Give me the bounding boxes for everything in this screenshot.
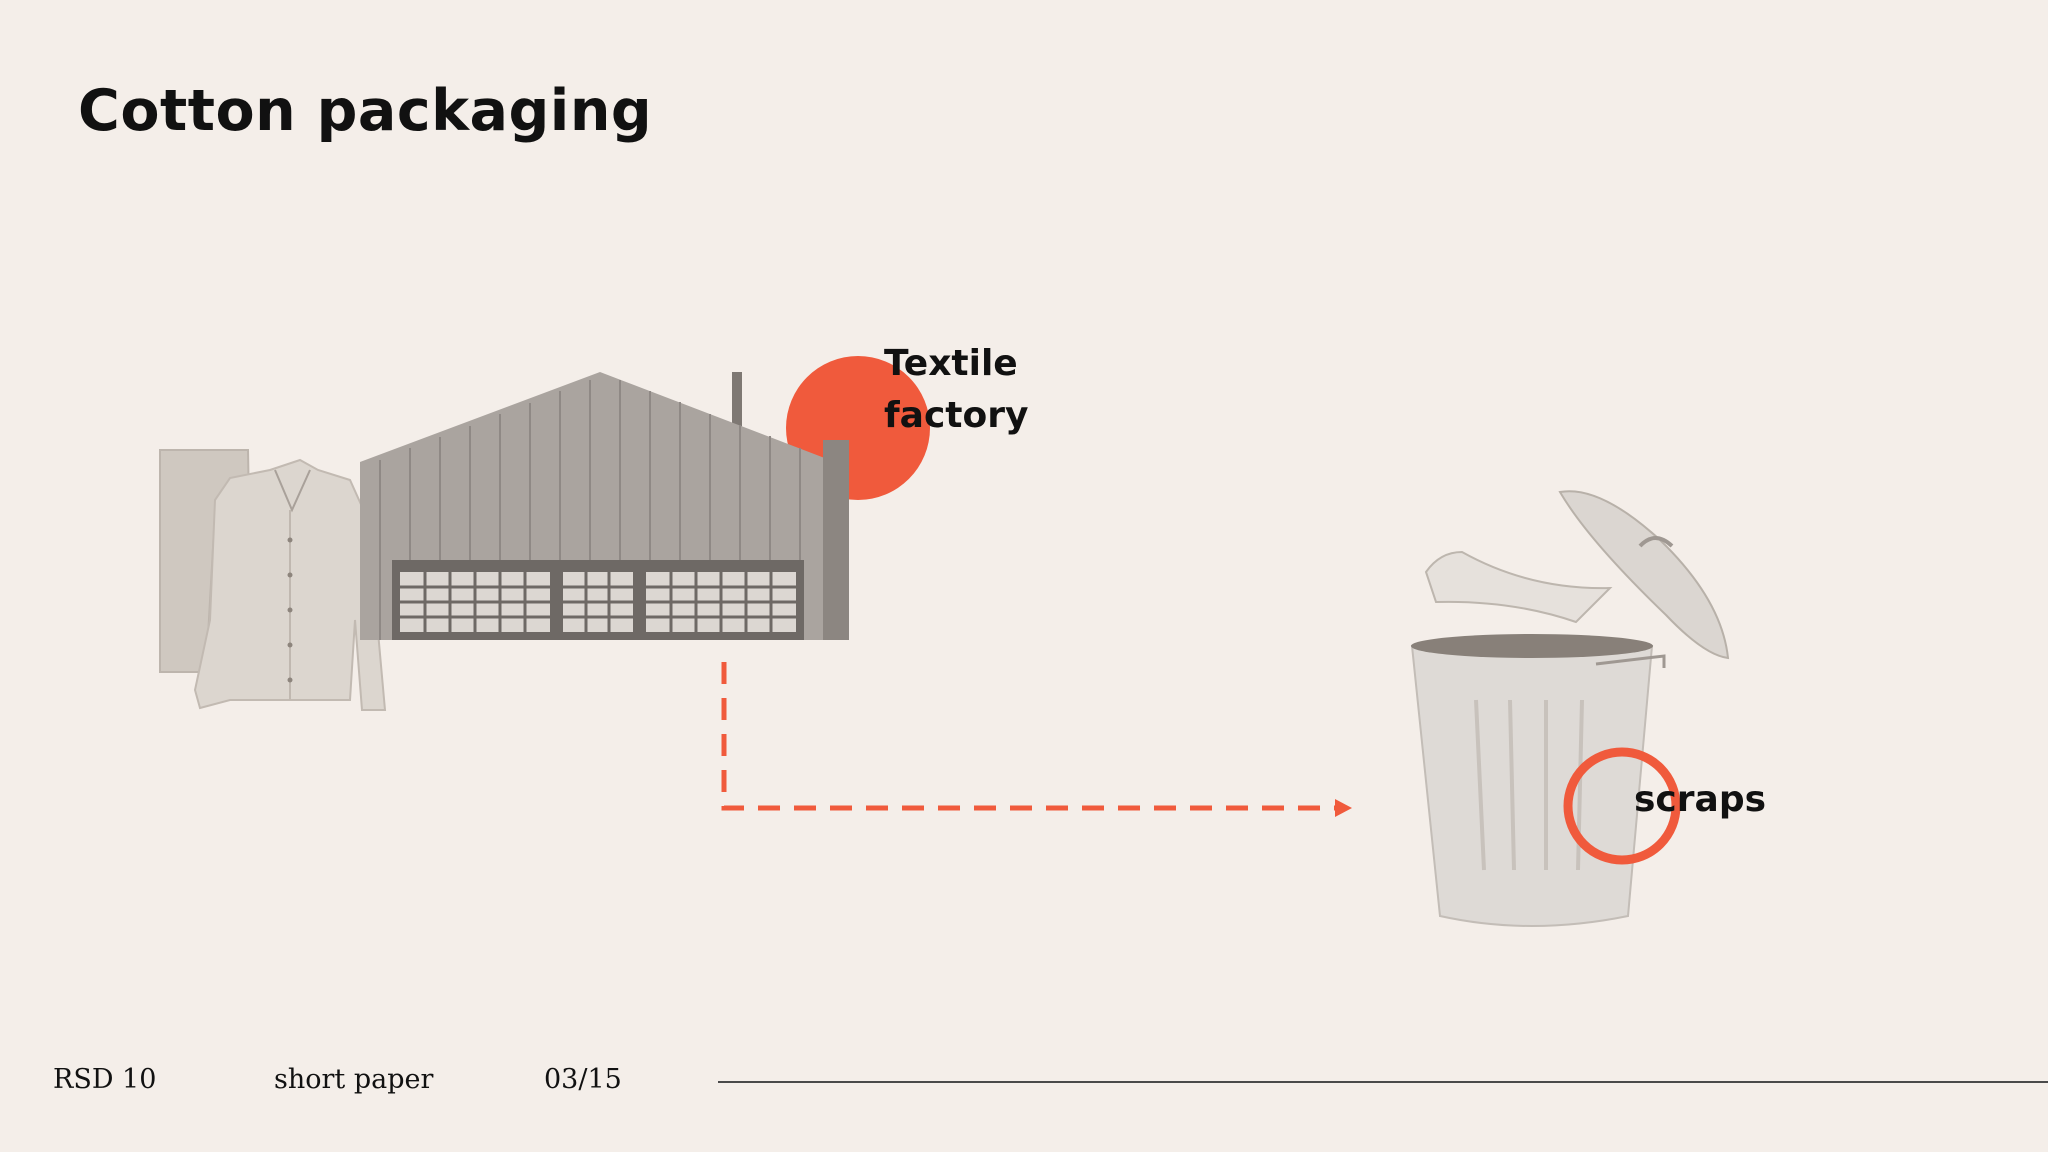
scraps-label: scraps: [1634, 779, 1767, 820]
footer-paper-type: short paper: [274, 1064, 434, 1095]
footer-divider: [718, 1081, 2048, 1083]
factory-label: Textile factory: [884, 338, 1028, 442]
factory-icon: [360, 372, 849, 640]
clothes-icon: [159, 449, 387, 711]
scraps-accent-ring: [1563, 747, 1681, 865]
trash-bin-icon: [1410, 490, 1730, 927]
footer-conference: RSD 10: [53, 1064, 157, 1095]
footer-page-number: 03/15: [544, 1064, 622, 1095]
factory-label-line2: factory: [884, 395, 1029, 436]
slide-title: Cotton packaging: [78, 78, 653, 144]
factory-label-line1: Textile: [884, 343, 1018, 384]
flow-arrow: [721, 662, 1352, 817]
